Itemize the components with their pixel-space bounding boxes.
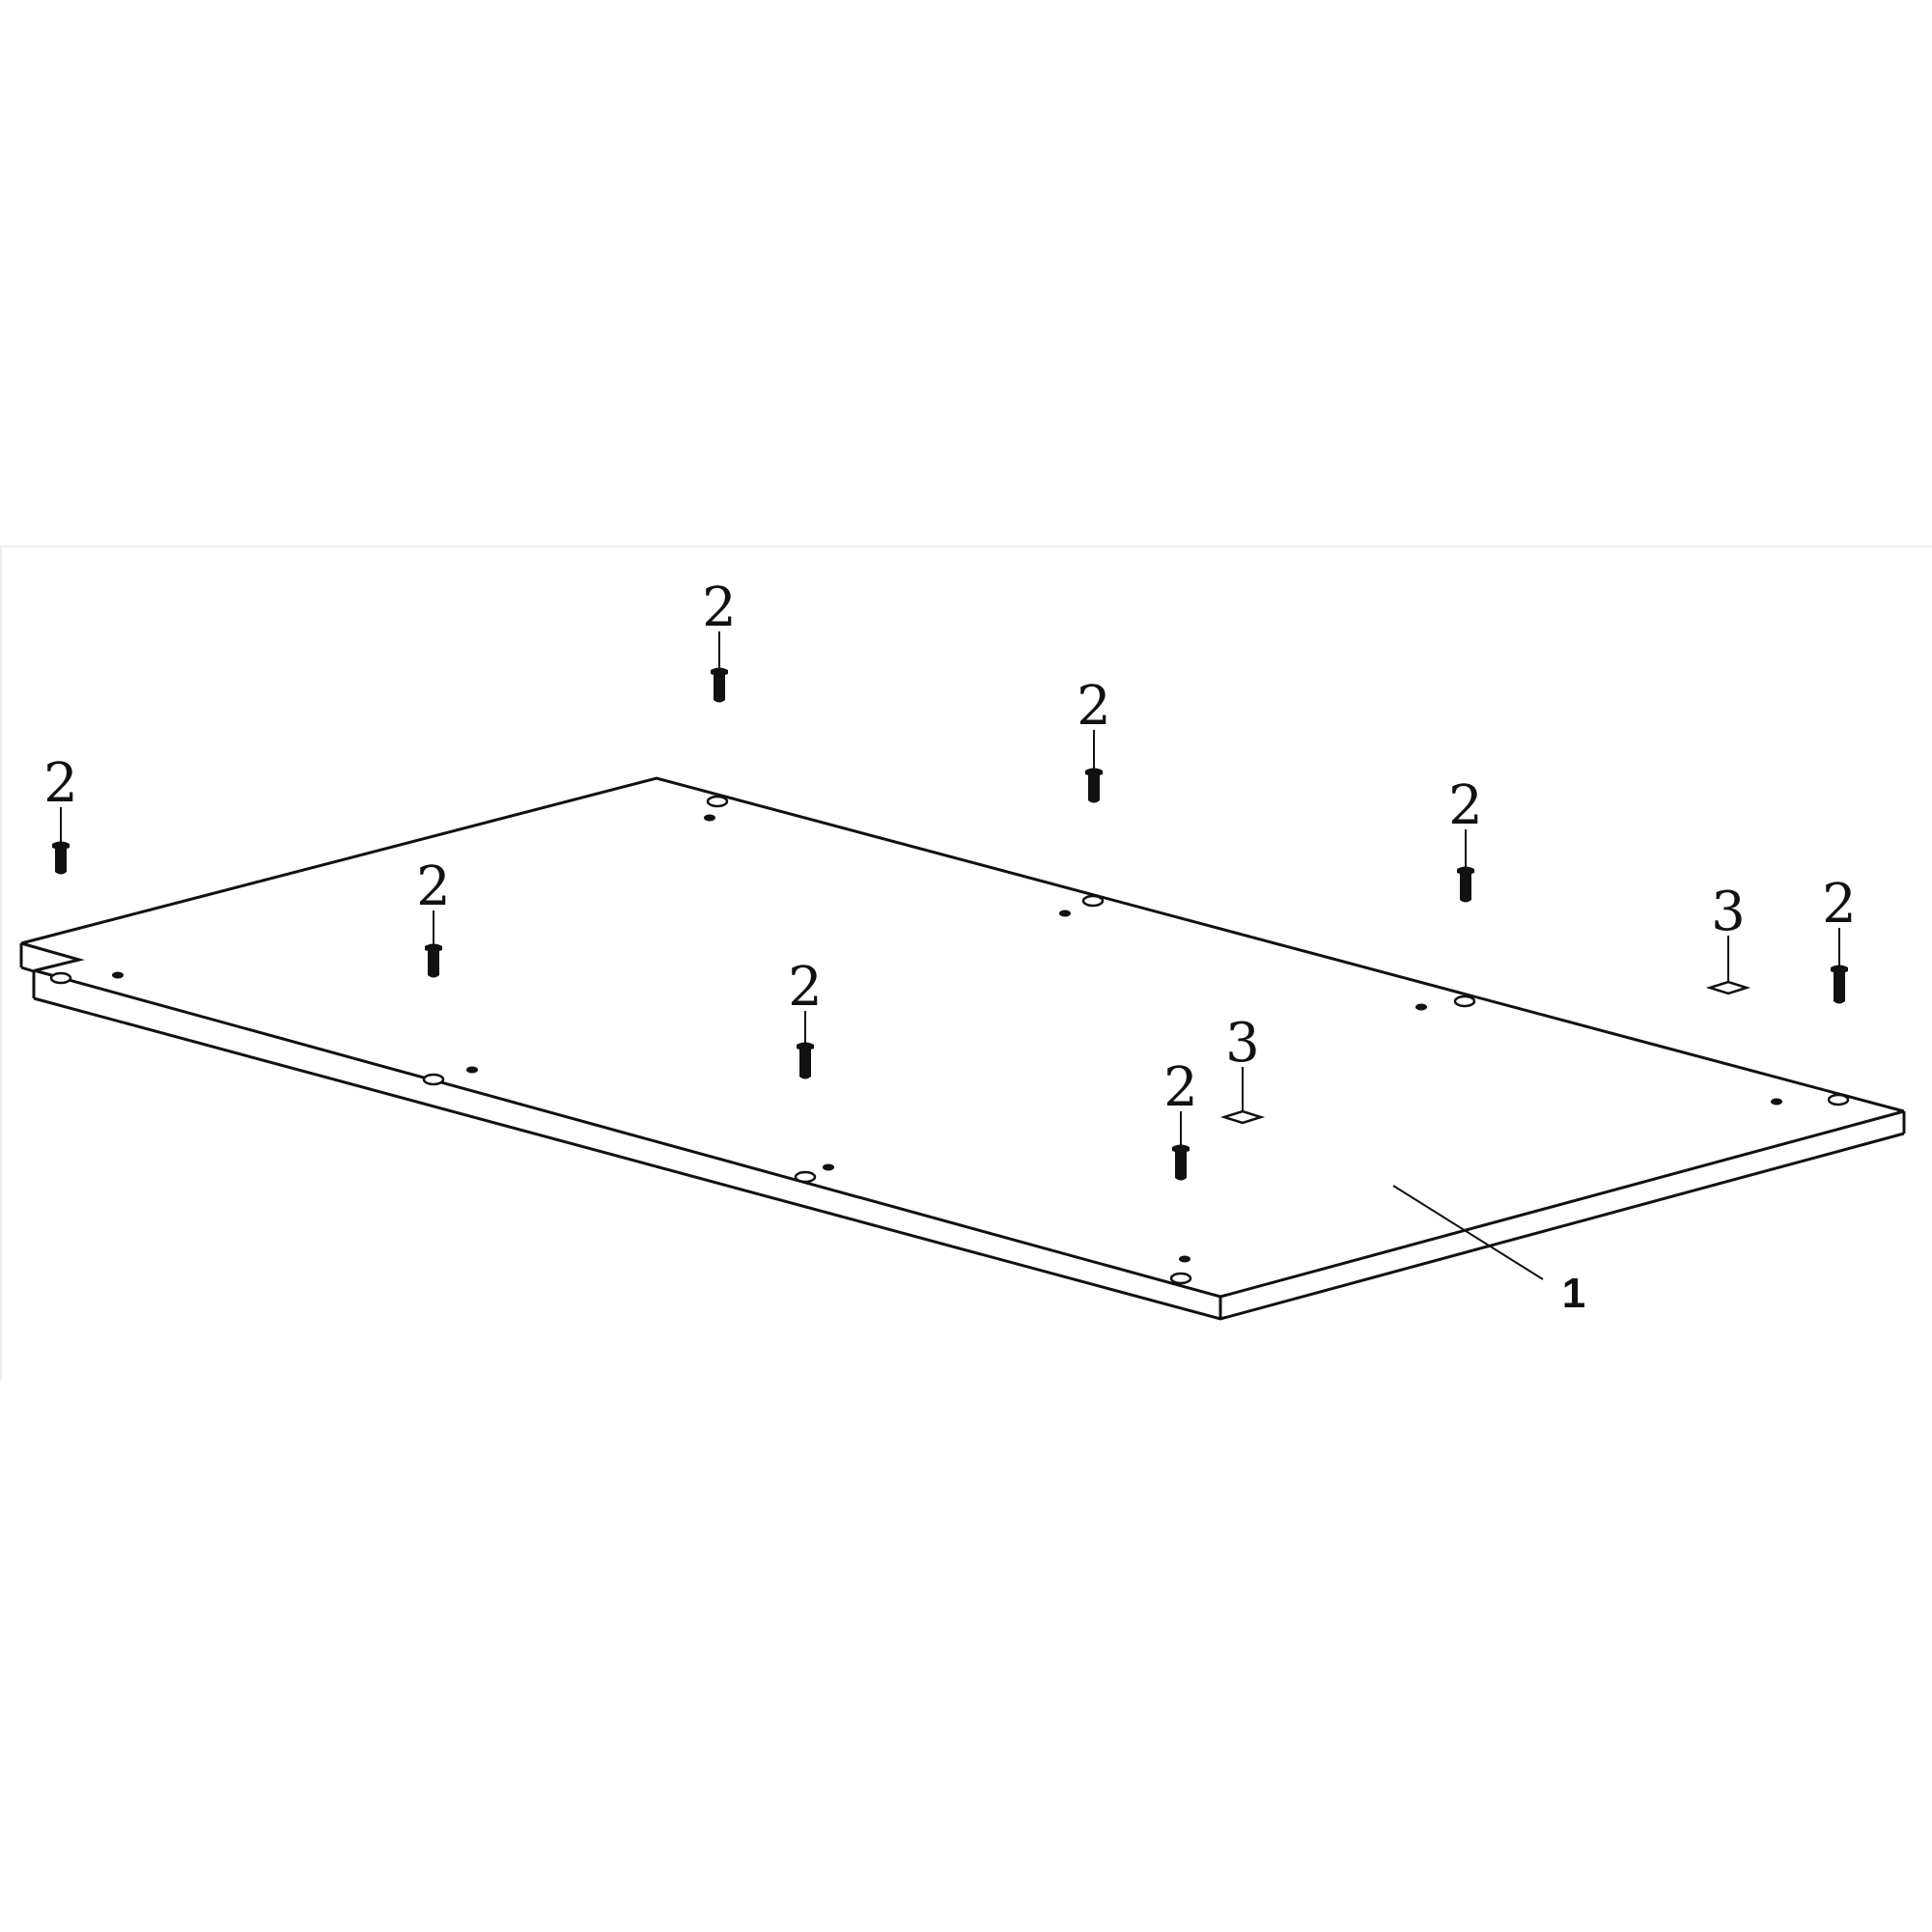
callout-label-2: 2 — [1448, 774, 1483, 837]
callout-label-2: 2 — [1163, 1056, 1198, 1119]
screw-callout: 2 — [416, 855, 451, 978]
callout-label-2: 2 — [702, 576, 737, 639]
board-notch — [20, 941, 85, 972]
board-holes — [49, 795, 1850, 1285]
screw-callout: 2 — [1448, 774, 1483, 903]
screw-callout: 2 — [1163, 1056, 1198, 1181]
scan-frame — [0, 546, 1932, 1381]
panel-board — [19, 776, 1906, 1321]
countersink-hole — [706, 795, 729, 808]
pilot-hole — [1771, 1098, 1782, 1106]
countersink-hole — [49, 971, 72, 985]
callout-label-2: 2 — [1822, 873, 1857, 936]
callout-label-1: 1 — [1562, 1270, 1585, 1317]
pilot-hole — [1179, 1255, 1190, 1263]
screw-icon — [425, 943, 442, 978]
screw-icon — [1172, 1144, 1190, 1181]
callout-label-2: 2 — [788, 956, 823, 1019]
screw-callout: 2 — [788, 956, 823, 1079]
screw-icon — [1831, 965, 1848, 1004]
screw-callout: 2 — [702, 576, 737, 703]
washer-icon — [1219, 1109, 1266, 1125]
screw-icon — [797, 1042, 814, 1079]
callout-label-2: 2 — [43, 752, 78, 815]
pilot-hole — [823, 1163, 834, 1171]
countersink-hole — [794, 1170, 817, 1184]
washers-group: 33 — [1219, 881, 1751, 1125]
screw-callout: 2 — [1077, 675, 1111, 803]
board-top-back-left-edge — [20, 776, 1905, 1113]
callout-label-3: 3 — [1711, 881, 1746, 943]
countersink-hole — [1453, 994, 1476, 1008]
washer-icon — [1705, 980, 1751, 995]
countersink-hole — [1827, 1093, 1850, 1106]
countersink-hole — [422, 1073, 445, 1086]
screw-callout: 2 — [43, 752, 78, 875]
pilot-hole — [1415, 1003, 1427, 1011]
washer-callout: 3 — [1219, 1012, 1266, 1125]
pilot-hole — [704, 814, 715, 822]
screw-callout: 2 — [1822, 873, 1857, 1004]
callout-label-2: 2 — [1077, 675, 1111, 738]
screw-icon — [1457, 866, 1474, 903]
board-bottom-edge — [33, 996, 1905, 1321]
washer-callout: 3 — [1705, 881, 1751, 995]
callout-label-3: 3 — [1225, 1012, 1260, 1075]
countersink-hole — [1169, 1272, 1192, 1285]
leader-line-1 — [1392, 1185, 1544, 1280]
screws-group: 2 2 2 2 2 2 2 2 — [43, 576, 1857, 1181]
screw-icon — [1085, 768, 1103, 803]
pilot-hole — [112, 971, 124, 979]
callout-label-2: 2 — [416, 855, 451, 918]
pilot-hole — [466, 1066, 478, 1074]
callout-part-1: 1 — [1392, 1185, 1585, 1317]
board-left-step-ledge — [20, 966, 35, 973]
screw-icon — [711, 667, 728, 703]
pilot-hole — [1059, 910, 1071, 917]
board-top-front-edge — [33, 968, 1905, 1299]
screw-icon — [52, 841, 70, 875]
countersink-hole — [1081, 894, 1105, 908]
